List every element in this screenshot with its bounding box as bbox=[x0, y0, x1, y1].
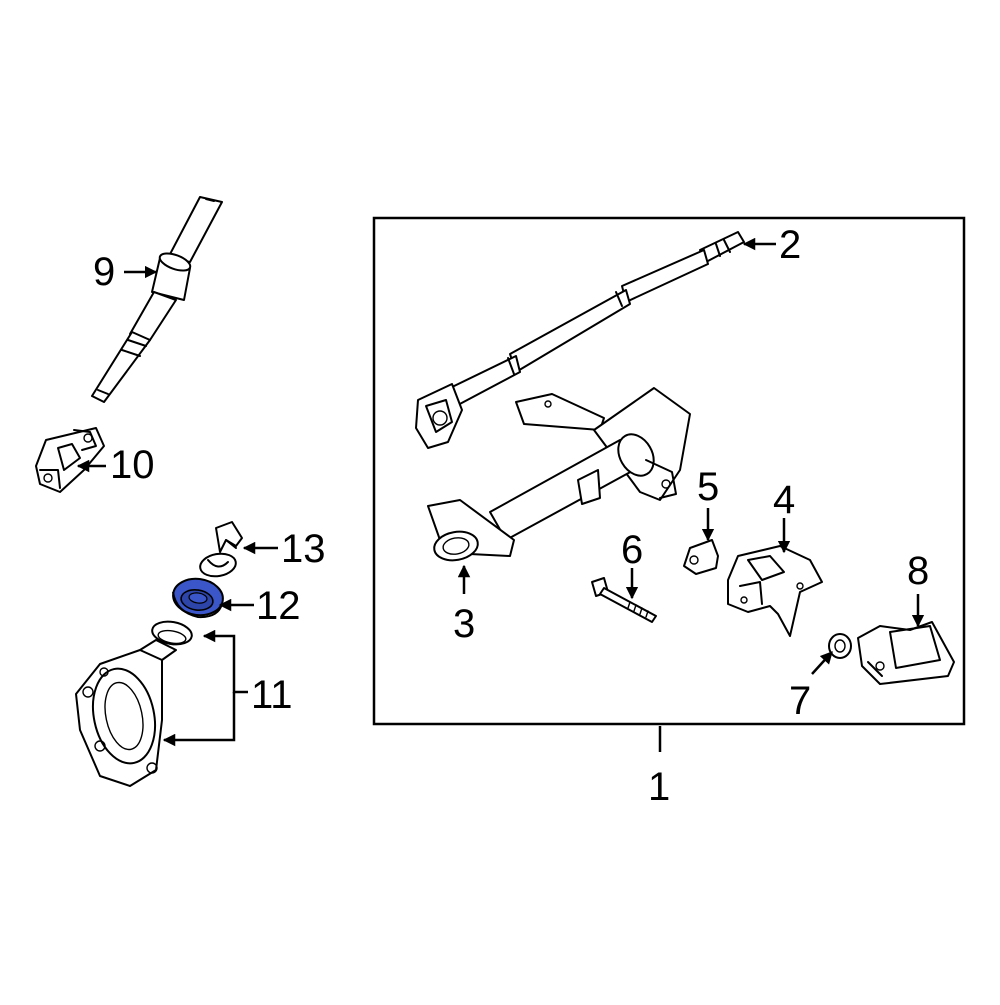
callout-6: 6 bbox=[621, 528, 644, 572]
callout-12: 12 bbox=[256, 584, 301, 628]
callout-9: 9 bbox=[93, 250, 116, 294]
callout-11-leader-upper bbox=[202, 629, 248, 694]
assembly-box bbox=[372, 216, 966, 726]
callout-1: 1 bbox=[648, 765, 671, 809]
clip-part bbox=[199, 521, 243, 578]
mount-bracket-part bbox=[727, 545, 823, 637]
support-part bbox=[857, 621, 955, 685]
washer-part bbox=[828, 633, 852, 659]
callout-7-leader bbox=[811, 651, 833, 675]
callout-7: 7 bbox=[789, 679, 812, 723]
column-shaft-part bbox=[415, 231, 745, 449]
callout-10: 10 bbox=[110, 443, 155, 487]
boot-cover-part bbox=[75, 620, 193, 787]
intermediate-shaft-part bbox=[91, 196, 223, 403]
seal-part-highlighted bbox=[172, 577, 224, 619]
callout-3: 3 bbox=[453, 602, 476, 646]
callout-5: 5 bbox=[697, 465, 720, 509]
callout-11: 11 bbox=[251, 673, 293, 717]
leader-lines bbox=[76, 237, 925, 747]
bolt-part bbox=[591, 577, 657, 623]
plate-part bbox=[683, 539, 719, 575]
callout-8: 8 bbox=[907, 549, 930, 593]
support-bracket-part bbox=[427, 387, 691, 562]
callout-4: 4 bbox=[773, 478, 796, 522]
callout-2: 2 bbox=[779, 223, 802, 267]
callout-13: 13 bbox=[281, 527, 326, 571]
universal-joint-part bbox=[35, 427, 105, 493]
callout-11-leader-lower bbox=[162, 692, 236, 747]
